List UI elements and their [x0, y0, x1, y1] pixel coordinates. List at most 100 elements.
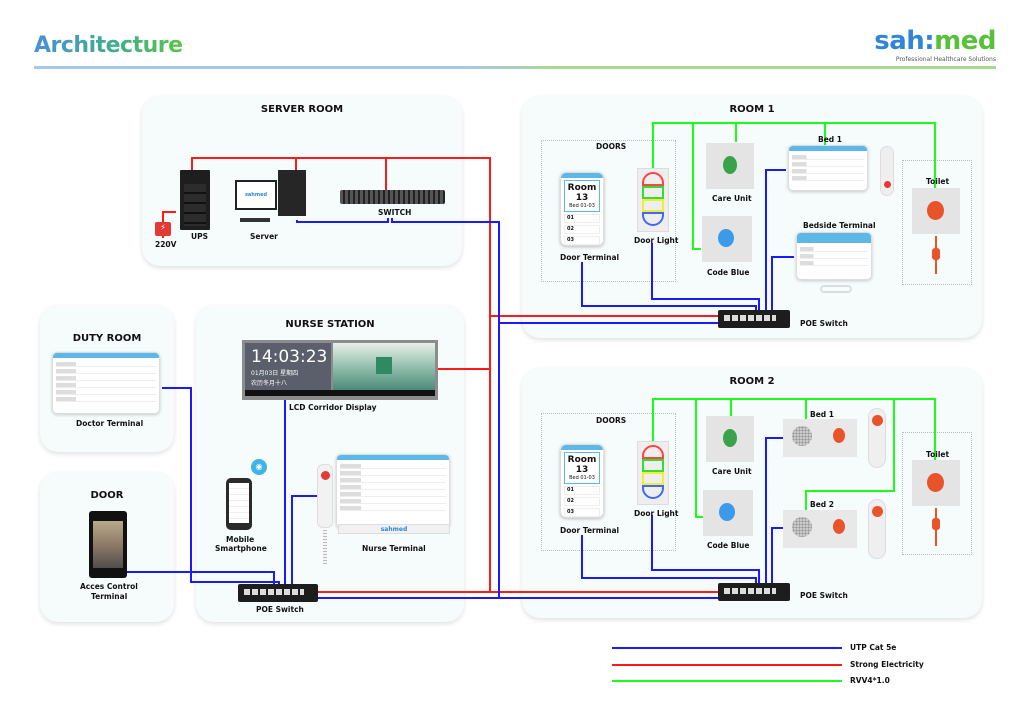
room1-doors-title: DOORS: [596, 142, 627, 151]
label-lcd-corridor-display: LCD Corridor Display: [289, 403, 377, 412]
room1-door-terminal-room: Room 13: [567, 183, 597, 203]
label-mobile-line1: Mobile: [226, 535, 255, 544]
code-blue-button-icon: [719, 503, 735, 521]
room2-bed2-unit-device: [783, 510, 857, 548]
lcd-corridor-display: 14:03:23 01月03日 星期四 农历冬月十八: [242, 340, 438, 400]
core-switch: [340, 190, 445, 204]
room1-bed-row-2: 02: [564, 225, 600, 234]
room2-doors-title: DOORS: [596, 416, 627, 425]
lcd-lunar-date: 农历冬月十八: [251, 380, 288, 387]
care-unit-button-icon: [723, 156, 737, 174]
label-ups: UPS: [191, 232, 208, 241]
call-button-icon: [872, 415, 883, 426]
label-room2-care-unit: Care Unit: [712, 467, 752, 476]
panel-title-duty-room: DUTY ROOM: [72, 333, 142, 344]
label-room1-bed1: Bed 1: [818, 135, 843, 144]
label-doctor-terminal: Doctor Terminal: [76, 419, 144, 428]
label-nurse-terminal: Nurse Terminal: [362, 544, 426, 553]
room1-bed1-terminal-device: [788, 145, 868, 191]
label-access-control-line2: Terminal: [91, 592, 128, 601]
mobile-smartphone-device: [226, 478, 252, 530]
access-control-terminal-device: [89, 511, 127, 578]
handset-coil-cord: [323, 530, 327, 564]
label-switch: SWITCH: [378, 208, 412, 217]
label-room2-bed1: Bed 1: [810, 410, 835, 419]
legend-swatch-rvv: [612, 680, 842, 682]
label-room2-bed2: Bed 2: [810, 500, 835, 509]
server-monitor: sahmed: [235, 180, 277, 210]
label-room1-door-light: Door Light: [634, 236, 679, 245]
speaker-grille: [792, 426, 812, 446]
room2-bed-row-1: 01: [564, 486, 600, 495]
room2-bed-row-2: 02: [564, 497, 600, 506]
speaker-grille: [792, 517, 812, 537]
room1-bed1-handset: [880, 146, 894, 196]
label-room1-code-blue: Code Blue: [707, 268, 750, 277]
nurse-station-poe-switch: [238, 584, 318, 602]
nurse-terminal-handset: [317, 464, 333, 528]
label-room2-toilet: Toilet: [926, 450, 950, 459]
label-room2-door-light: Door Light: [634, 509, 679, 518]
logo-text-sah: sah: [874, 26, 925, 56]
label-server: Server: [250, 232, 278, 241]
header-divider: [34, 66, 996, 69]
room2-code-blue-device: [703, 490, 753, 536]
lcd-date: 01月03日 星期四: [251, 370, 299, 377]
room1-toilet-cord-handle: [932, 248, 940, 260]
label-room2-poe-switch: POE Switch: [800, 591, 848, 600]
room1-toilet-pull-cord-device: [912, 188, 960, 234]
room1-toilet-area: [902, 160, 972, 285]
lcd-time: 14:03:23: [251, 347, 328, 367]
call-button-icon: [872, 506, 883, 517]
nurse-terminal-base: sahmed: [338, 524, 450, 534]
legend-swatch-utp: [612, 647, 842, 649]
panel-title-server-room: SERVER ROOM: [260, 104, 344, 115]
room2-bed-row-3: 03: [564, 508, 600, 517]
label-mobile-line2: Smartphone: [215, 544, 267, 553]
face-display: [93, 521, 123, 568]
monitor-screen-logo: sahmed: [237, 182, 275, 208]
room1-bed-row-1: 01: [564, 214, 600, 223]
room2-bed1-unit-device: [783, 419, 857, 457]
label-room1-door-terminal: Door Terminal: [560, 253, 620, 262]
logo-text-med: med: [934, 26, 996, 56]
room2-toilet-area: [902, 432, 972, 555]
label-220v: 220V: [155, 240, 177, 249]
legend-swatch-power: [612, 664, 842, 666]
room1-bedside-stand: [820, 285, 852, 293]
panel-title-room-1: ROOM 1: [729, 104, 775, 115]
wifi-icon: ◉: [251, 459, 267, 475]
brand-logo: sah:med Professional Healthcare Solution…: [874, 28, 996, 63]
label-room1-toilet: Toilet: [926, 177, 950, 186]
room2-door-terminal-beds: Bed 01-03: [569, 475, 595, 481]
care-unit-button-icon: [723, 429, 737, 447]
label-room1-care-unit: Care Unit: [712, 194, 752, 203]
call-button-icon: [833, 519, 845, 534]
panel-title-door: DOOR: [90, 490, 124, 501]
room1-poe-switch: [718, 310, 790, 328]
nurse-terminal-device: [336, 454, 450, 528]
emergency-button-icon: [321, 471, 330, 480]
label-nurse-poe-switch: POE Switch: [256, 605, 304, 614]
room1-code-blue-device: [702, 216, 752, 262]
page-title: Architecture: [34, 33, 183, 58]
room1-door-light-device: [637, 168, 669, 232]
call-button-icon: [833, 428, 845, 443]
room1-door-terminal-beds: Bed 01-03: [569, 203, 595, 209]
label-room1-poe-switch: POE Switch: [800, 319, 848, 328]
room2-poe-switch: [718, 583, 790, 601]
room2-bed2-handset: [868, 499, 886, 559]
power-outlet-icon: ⚡: [155, 222, 171, 236]
lcd-corridor-image: [333, 343, 435, 390]
panel-title-nurse-station: NURSE STATION: [285, 319, 375, 330]
panel-title-room-2: ROOM 2: [729, 376, 775, 387]
ups-device: [180, 170, 210, 230]
legend-label-power: Strong Electricity: [850, 660, 924, 669]
label-room2-door-terminal: Door Terminal: [560, 526, 620, 535]
label-room2-code-blue: Code Blue: [707, 541, 750, 550]
room2-bed1-handset: [868, 408, 886, 468]
room2-toilet-pull-cord-device: [912, 460, 960, 506]
room2-toilet-cord-handle: [932, 518, 940, 530]
server-tower: [278, 170, 306, 216]
